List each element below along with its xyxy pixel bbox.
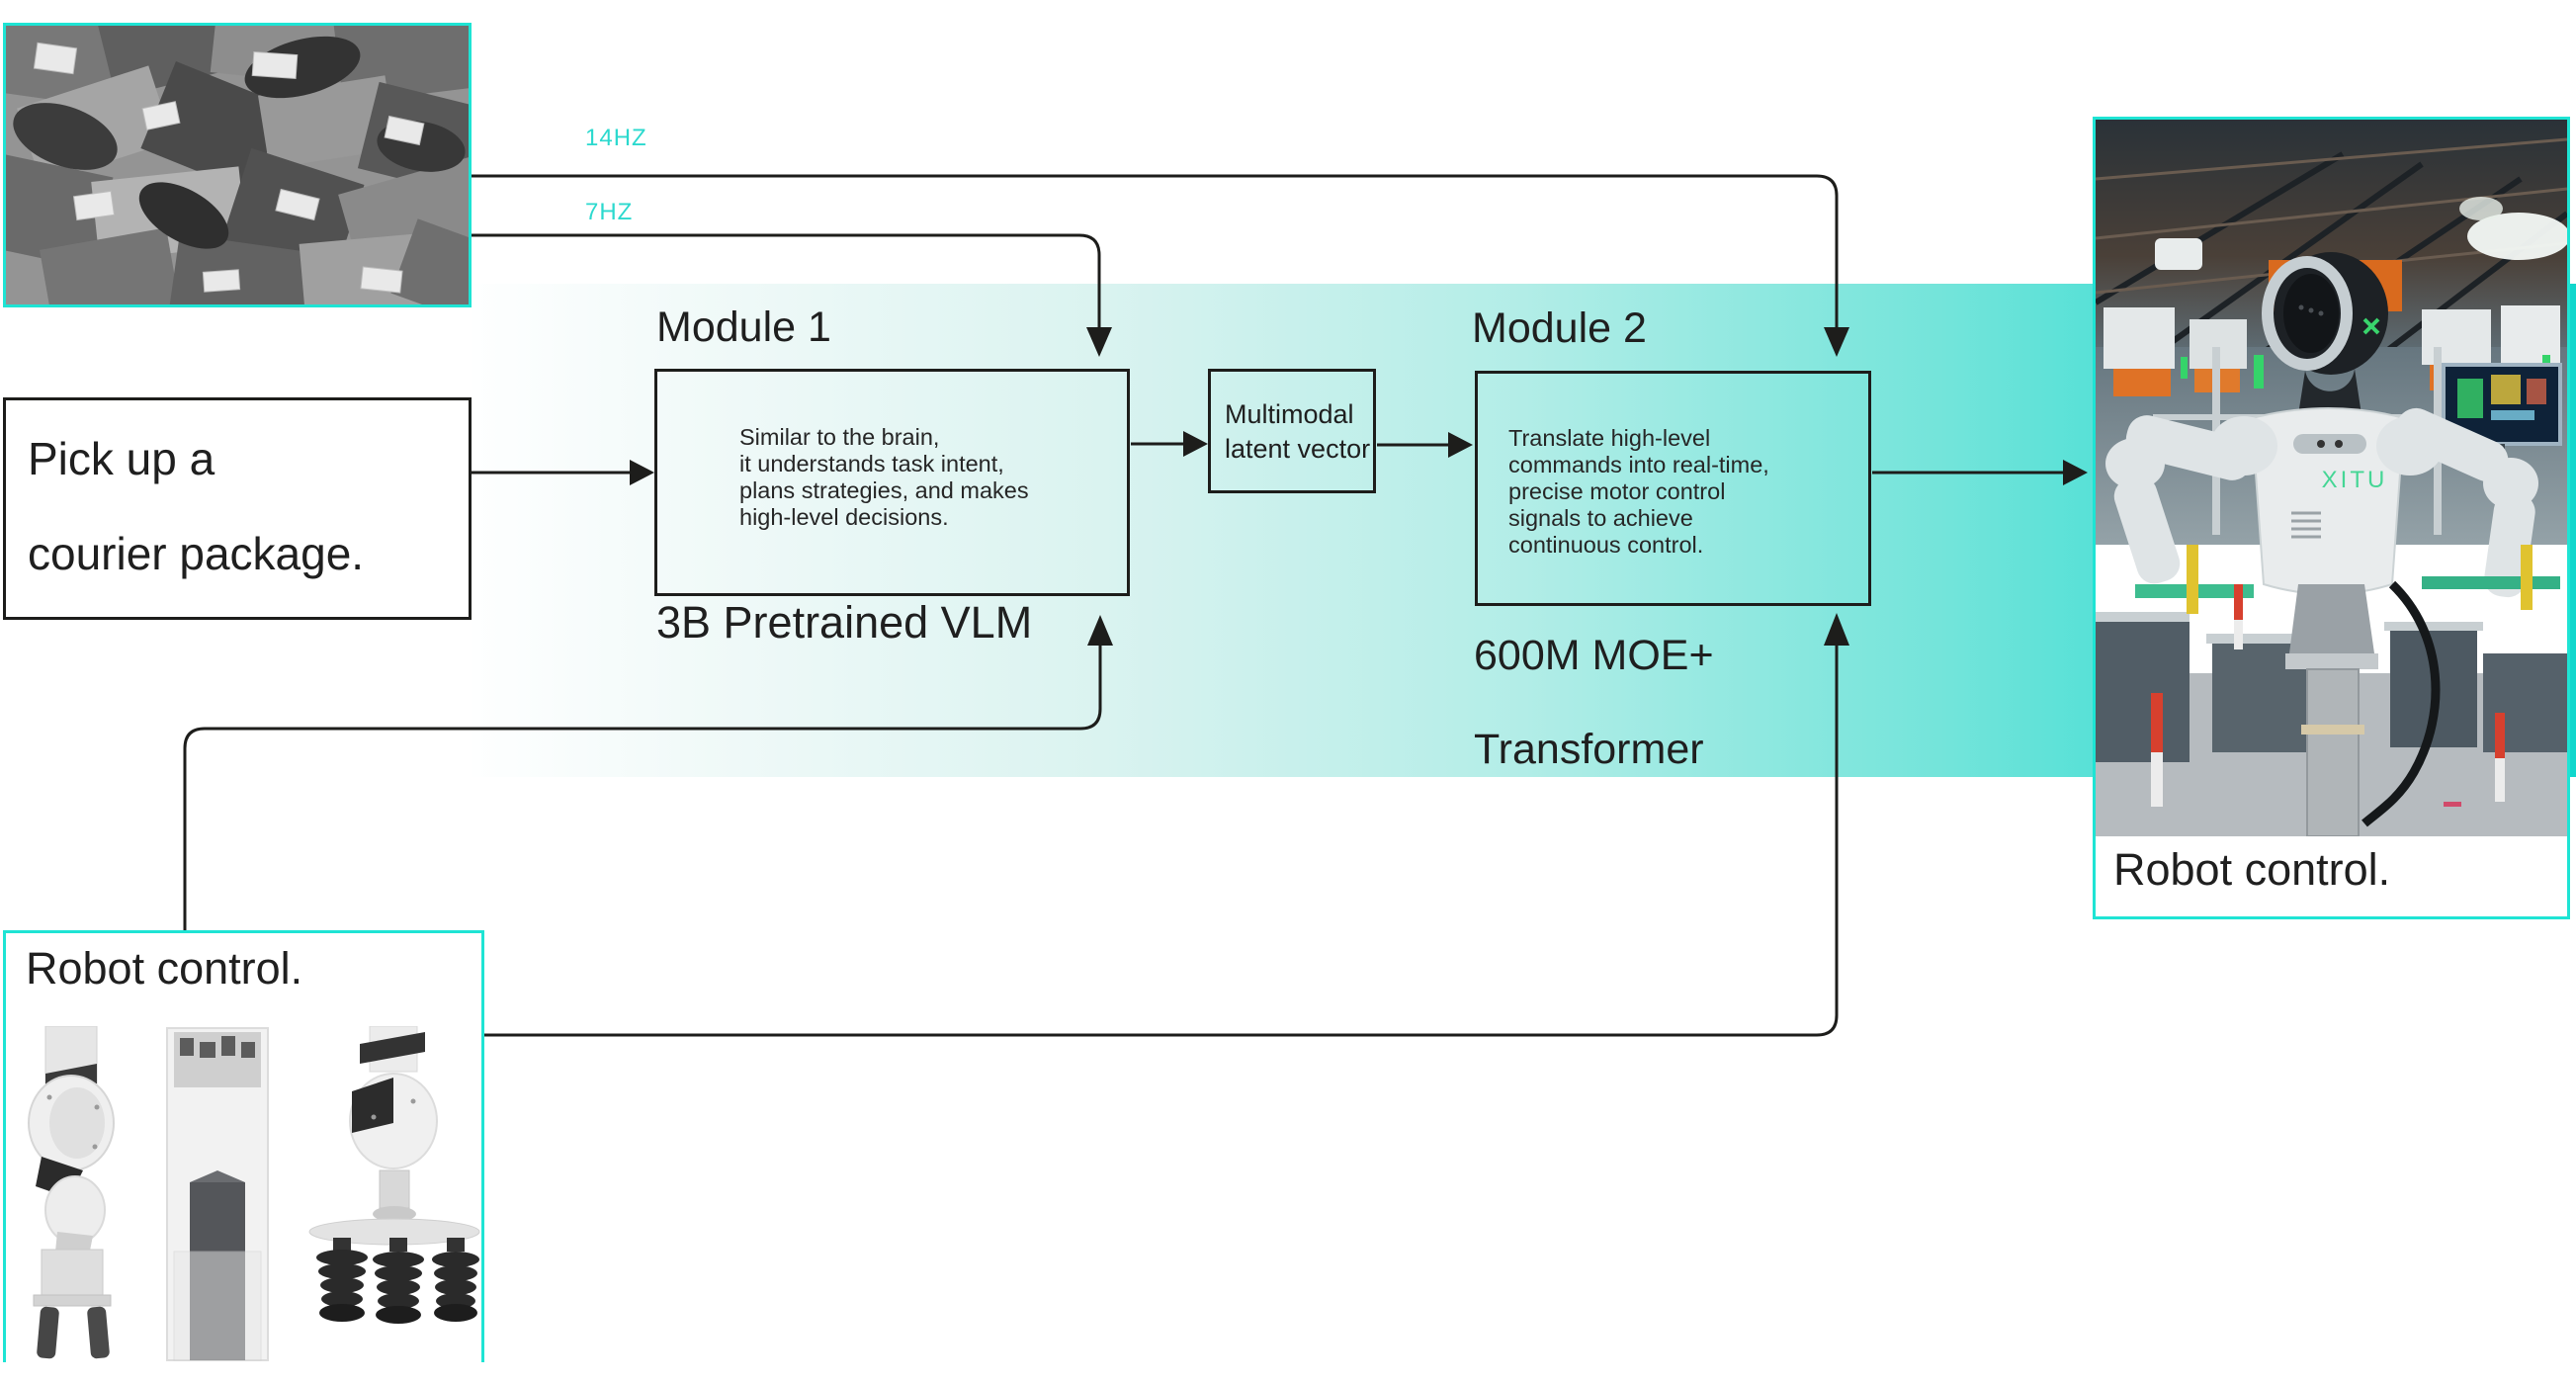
robot-photo-panel: XITU <box>2093 117 2570 919</box>
arrowhead-right-latent-left <box>1183 431 1208 457</box>
gripper-photo-panel: Robot control. <box>3 930 484 1362</box>
robot-head <box>2262 252 2388 375</box>
robot-pedestal <box>2285 584 2378 836</box>
arrowhead-right-module2-left <box>1448 432 1473 458</box>
striped-poles <box>2151 584 2505 807</box>
gripper-panel-title: Robot control. <box>26 943 303 994</box>
parcel-labels <box>33 42 425 294</box>
module1-desc-line: it understands task intent, <box>739 451 1004 476</box>
task-line-1: Pick up a <box>28 433 215 484</box>
arrowhead-down-module2-top <box>1824 327 1849 357</box>
module2-desc-line: commands into real-time, <box>1508 452 1769 477</box>
arrowhead-up-module2-bottom <box>1824 613 1849 646</box>
wifi-antenna <box>2155 238 2202 270</box>
module1-desc-line: Similar to the brain, <box>739 424 940 450</box>
line-14hz <box>470 174 1839 328</box>
arrowhead-right-module1-left <box>630 460 654 485</box>
gripper-arm <box>28 1026 115 1359</box>
module1-desc-line: high-level decisions. <box>739 504 949 530</box>
ceiling-light <box>2467 213 2567 260</box>
arrowhead-down-module1-top <box>1086 327 1112 357</box>
latent-line-1: Multimodal <box>1225 399 1354 429</box>
robot-cable <box>2361 580 2441 827</box>
end-effectors-photo <box>6 1026 481 1362</box>
module2-desc-line: precise motor control <box>1508 478 1726 504</box>
task-line-2: courier package. <box>28 528 365 579</box>
line-feedback-module2 <box>483 645 1839 1037</box>
module2-desc-line: signals to achieve <box>1508 505 1693 531</box>
task-box: Pick up a courier package. <box>3 397 472 620</box>
parcel-shapes <box>6 26 469 304</box>
ceiling-light-small <box>2459 197 2503 220</box>
module2-desc-line: continuous control. <box>1508 532 1704 558</box>
rate-label-7hz: 7HZ <box>585 199 634 225</box>
line-7hz <box>470 233 1101 328</box>
packages-photo-panel <box>3 23 472 307</box>
line-feedback-module1 <box>183 645 1102 931</box>
module1-title: Module 1 <box>656 303 831 351</box>
robot-caption-area: Robot control. <box>2096 836 2567 916</box>
module2-desc-line: Translate high-level <box>1508 425 1711 451</box>
module2-box <box>1475 371 1871 606</box>
module2-caption: 600M MOE+ Transformer <box>1474 632 1714 773</box>
suction-gripper <box>308 1026 480 1324</box>
rate-label-14hz: 14HZ <box>585 125 647 151</box>
robot-factory-photo: XITU <box>2096 120 2567 836</box>
arrowhead-up-module1-bottom <box>1087 615 1113 646</box>
module1-caption: 3B Pretrained VLM <box>656 597 1033 648</box>
robot-arms <box>2105 407 2538 598</box>
floor-mark <box>2444 802 2461 807</box>
module1-box <box>654 369 1130 596</box>
module2-title: Module 2 <box>1472 304 1647 352</box>
module1-description: Similar to the brain, it understands tas… <box>739 424 1029 531</box>
arrowhead-right-robot-left <box>2063 460 2088 485</box>
latent-vector-box: Multimodal latent vector <box>1208 369 1376 493</box>
latent-line-2: latent vector <box>1225 434 1371 464</box>
module2-description: Translate high-level commands into real-… <box>1508 425 1769 559</box>
workbenches <box>2096 545 2567 762</box>
head-green-x <box>2362 317 2380 335</box>
robot-chest-label: XITU <box>2322 467 2388 493</box>
robot-caption-text: Robot control. <box>2113 844 2391 895</box>
module1-desc-line: plans strategies, and makes <box>739 477 1029 503</box>
telescopic-column <box>166 1027 269 1361</box>
packages-photo <box>6 26 469 304</box>
bellows <box>316 1238 479 1324</box>
